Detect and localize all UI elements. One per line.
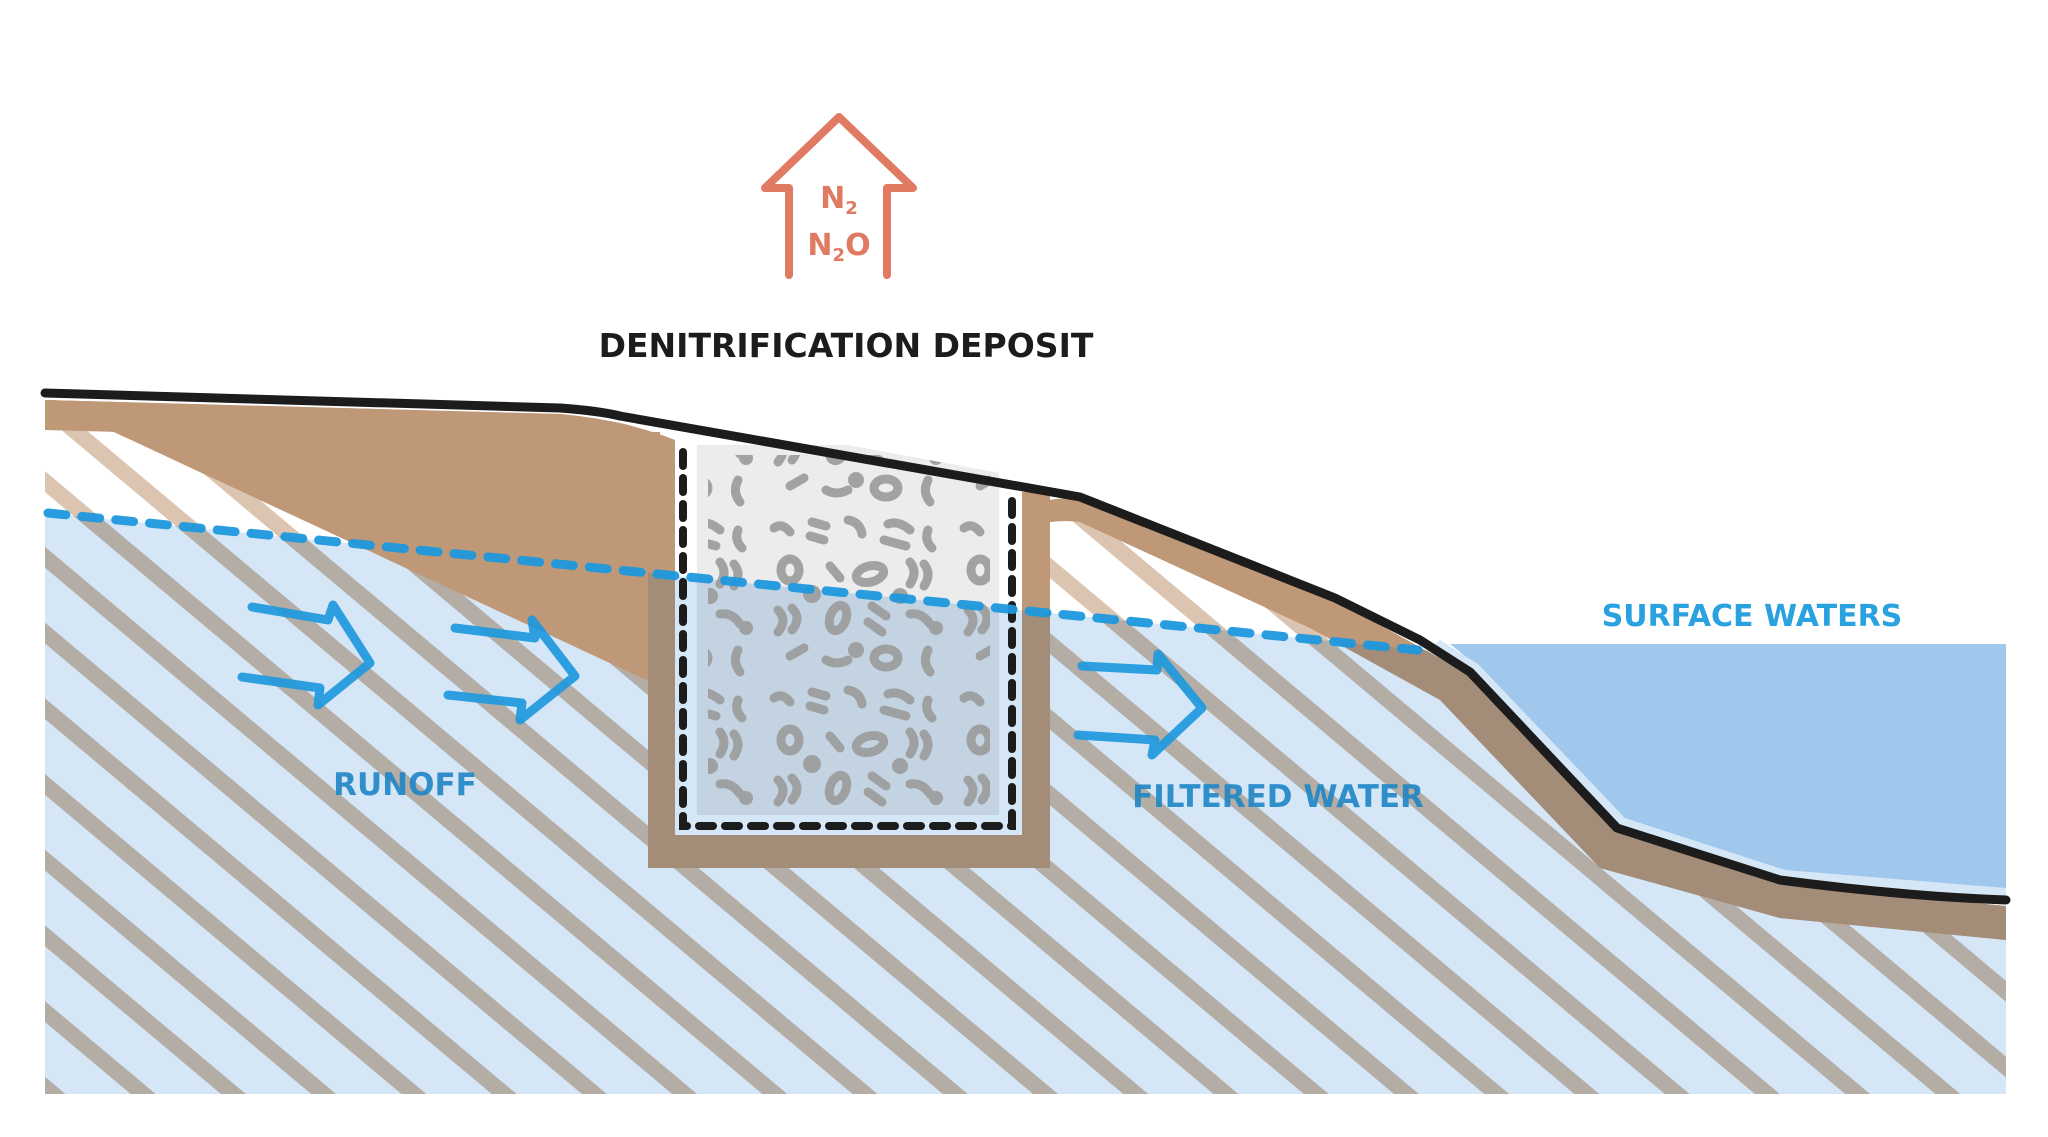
surface-waters-label: SURFACE WATERS — [1602, 599, 1903, 634]
gas-n2-label: N2 — [820, 181, 858, 219]
diagram-title: DENITRIFICATION DEPOSIT — [599, 326, 1094, 365]
water-table-line — [43, 508, 1423, 655]
runoff-arrow-1 — [237, 600, 375, 710]
gas-release-arrow: N2 N2O — [761, 113, 917, 279]
filtered-water-label: FILTERED WATER — [1132, 779, 1424, 815]
ground-surface-line — [40, 388, 2011, 905]
topsoil-band-main — [45, 400, 2006, 940]
filtered-water-arrow — [1073, 649, 1207, 760]
deposit-gravel — [708, 455, 990, 810]
topsoil-right-slope — [1050, 498, 1420, 650]
up-arrow-icon — [761, 113, 917, 279]
bank-halo — [1425, 640, 2006, 904]
runoff-label: RUNOFF — [333, 767, 477, 803]
runoff-arrow-2 — [443, 615, 580, 725]
surface-water — [1450, 644, 2006, 890]
geotextile-liner — [679, 448, 1016, 830]
trench-bottom — [648, 835, 1050, 868]
topsoil-left — [45, 400, 675, 470]
gas-n2o-label: N2O — [807, 228, 870, 266]
